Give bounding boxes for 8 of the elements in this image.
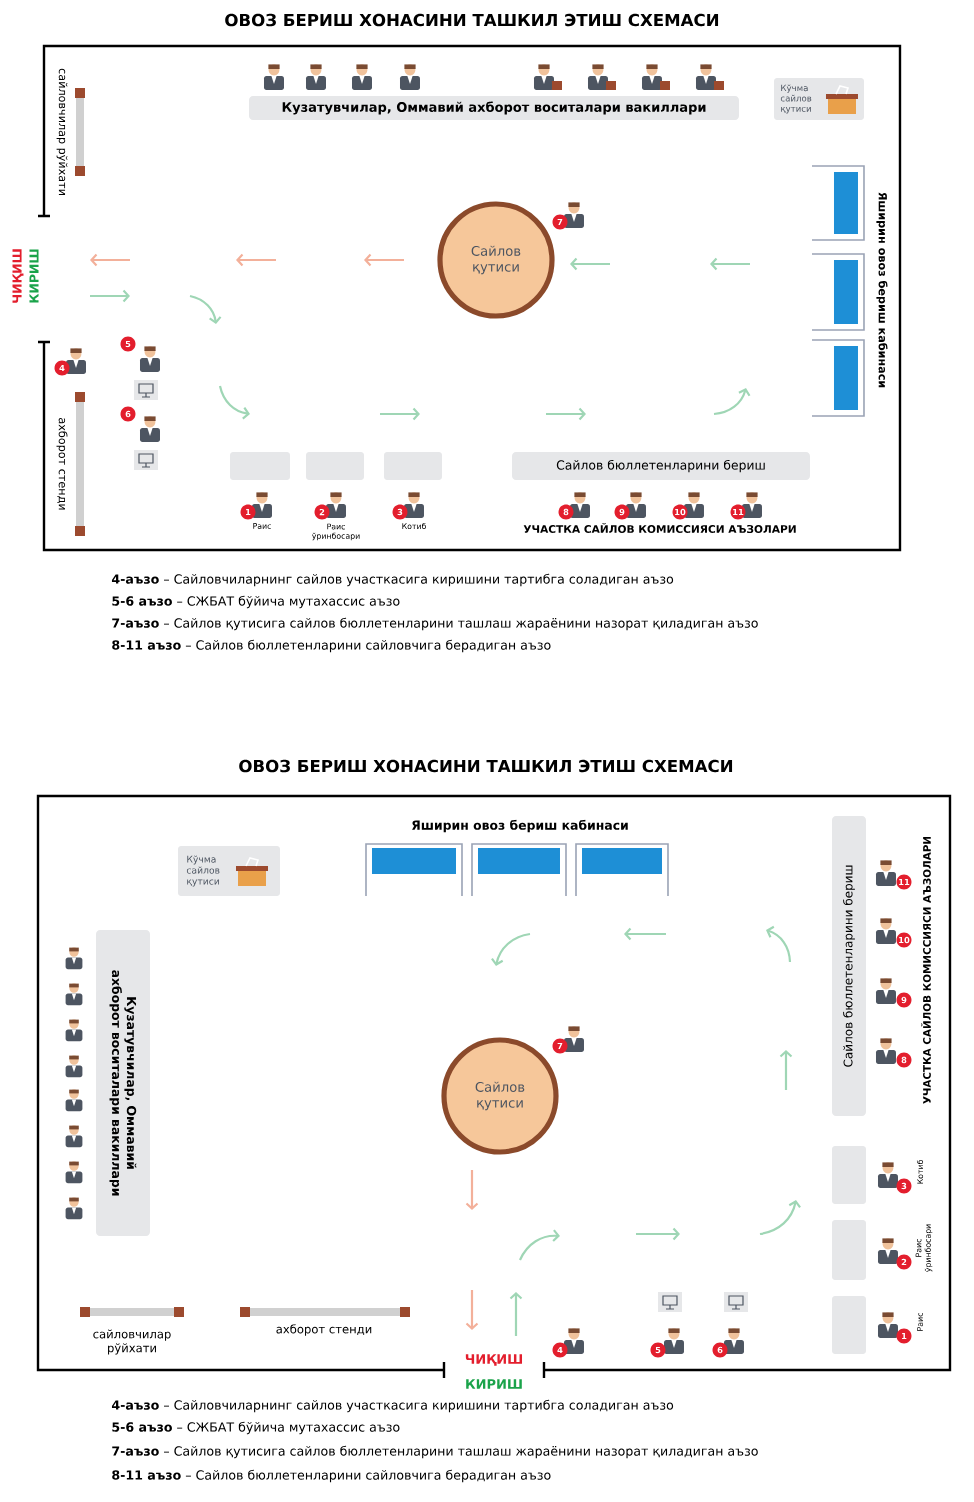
desk: [230, 452, 290, 480]
desk: [384, 452, 442, 480]
heading: ОВОЗ БЕРИШ ХОНАСИНИ ТАШКИЛ ЭТИШ СХЕМАСИ: [239, 759, 733, 773]
desk: [832, 1220, 866, 1280]
desk: [832, 1296, 866, 1354]
desk: [832, 1146, 866, 1204]
heading: ОВОЗ БЕРИШ ХОНАСИНИ ТАШКИЛ ЭТИШ СХЕМАСИ: [225, 13, 719, 27]
desk: [306, 452, 364, 480]
